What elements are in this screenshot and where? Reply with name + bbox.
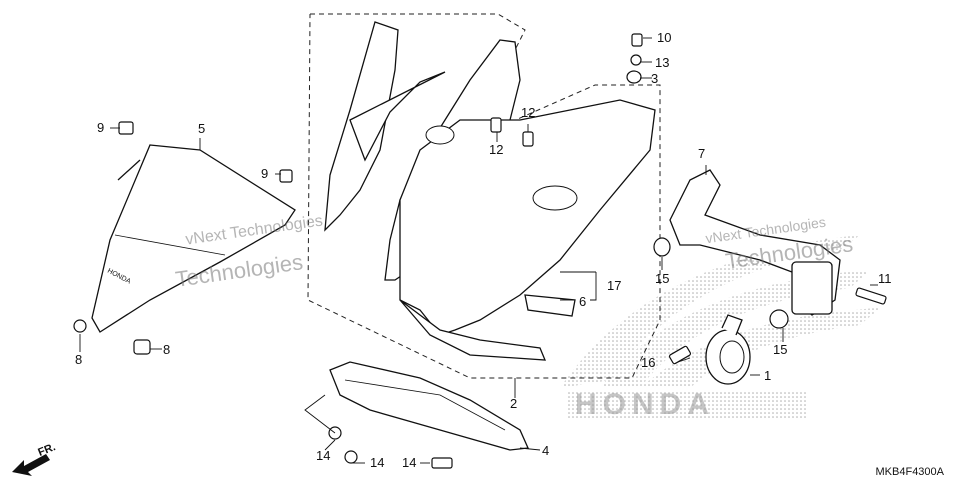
callout-4: 4 (542, 443, 550, 458)
upper-cowl (324, 21, 656, 361)
callout-14-right: 14 (402, 455, 417, 470)
horn-bracket (669, 169, 841, 316)
callout-17: 17 (607, 278, 622, 293)
callout-1: 1 (764, 368, 772, 383)
callout-15-left: 15 (655, 271, 670, 286)
callout-10: 10 (657, 30, 672, 45)
leader-lines (79, 37, 878, 464)
diagram-code: MKB4F4300A (875, 466, 944, 478)
callout-14-left: 14 (316, 448, 331, 463)
forward-arrow-icon (12, 454, 50, 476)
horn (705, 314, 751, 385)
callout-14-middle: 14 (370, 455, 385, 470)
callout-2: 2 (510, 396, 518, 411)
callout-16: 16 (641, 355, 656, 370)
brand-wordmark: HONDA (575, 388, 715, 421)
callout-9-left: 9 (97, 120, 105, 135)
assembly-outline (307, 13, 661, 379)
callout-8-left: 8 (75, 352, 83, 367)
callout-12-upper: 12 (521, 105, 536, 120)
callout-8-right: 8 (163, 342, 171, 357)
callout-9-right: 9 (261, 166, 269, 181)
hardware (73, 33, 887, 469)
lower-cowl (329, 361, 529, 451)
callout-3: 3 (651, 71, 659, 86)
callout-11: 11 (878, 271, 892, 286)
brand-wing-mark (560, 235, 880, 418)
callout-5: 5 (198, 121, 206, 136)
callout-7: 7 (698, 146, 706, 161)
callout-13: 13 (655, 55, 670, 70)
callout-12-lower: 12 (489, 142, 504, 157)
windscreen: HONDA (91, 144, 296, 333)
callout-15-right: 15 (773, 342, 788, 357)
callout-6: 6 (579, 294, 587, 309)
